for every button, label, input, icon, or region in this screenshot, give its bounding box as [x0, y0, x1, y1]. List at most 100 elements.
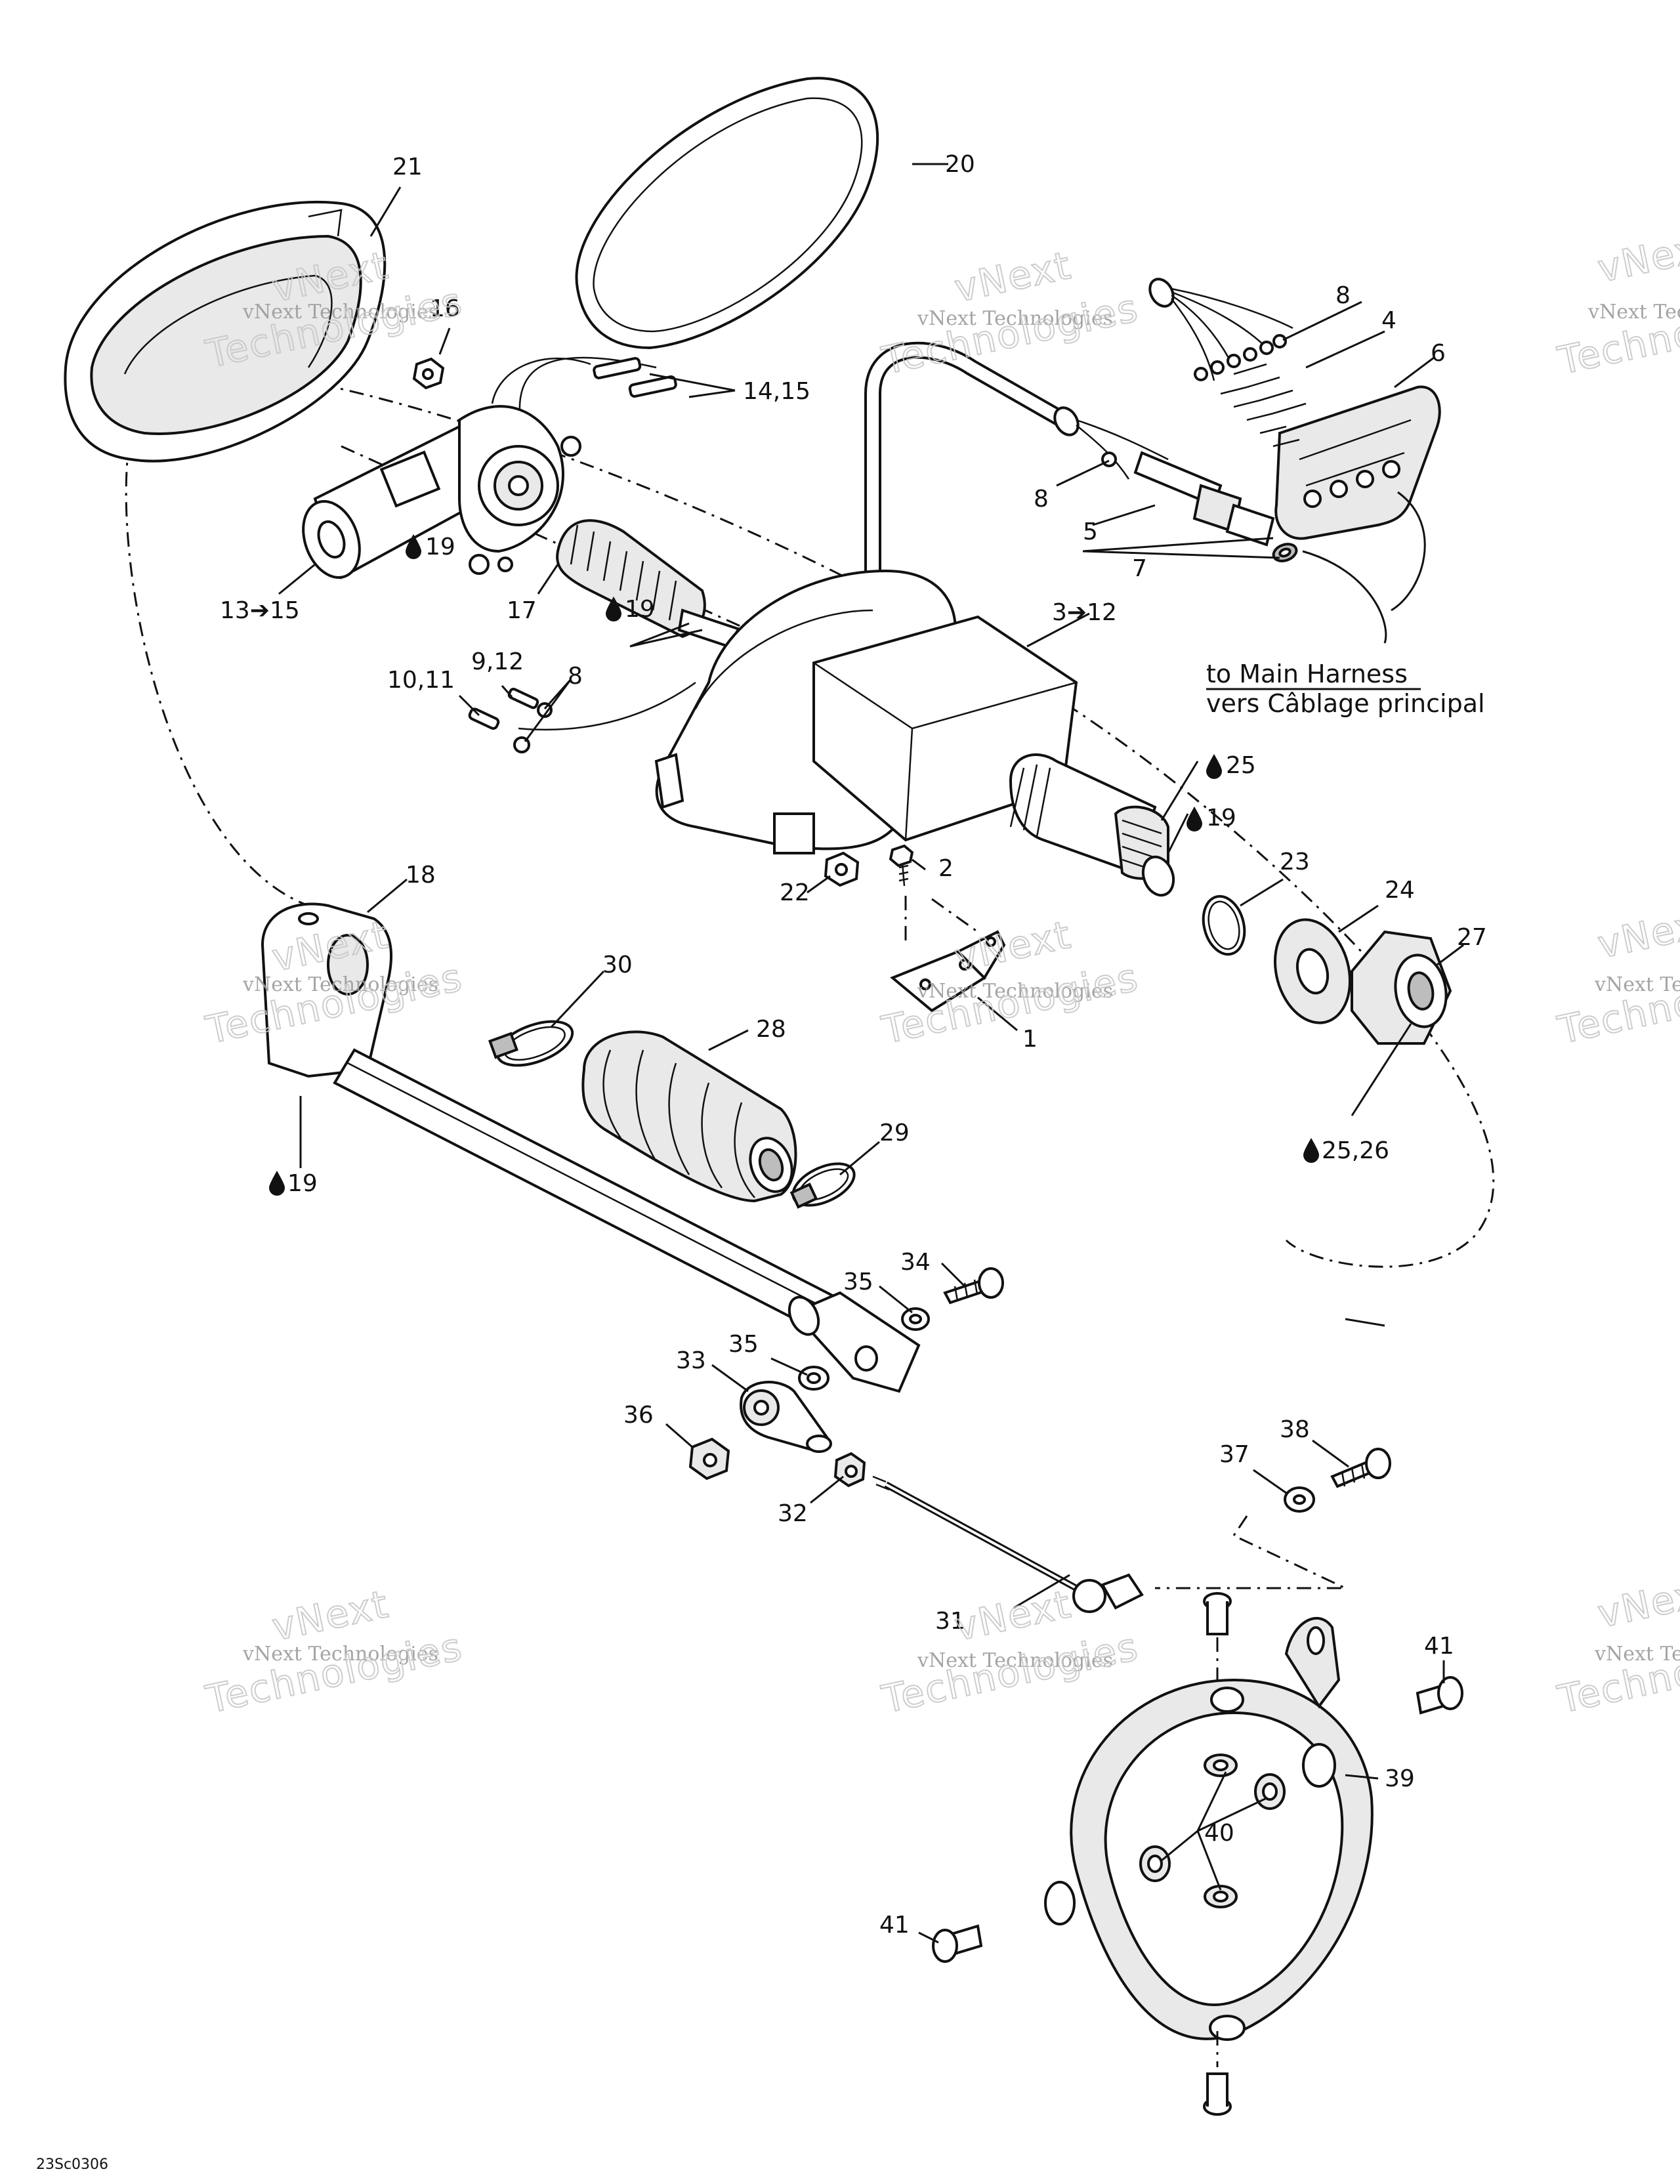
watermark-9-edge: vNext Technologies vNext Technologies [1553, 1568, 1680, 1723]
callout-8-upper: 8 [1335, 282, 1351, 309]
callout-5: 5 [1083, 518, 1098, 545]
svg-text:vNext: vNext [1594, 223, 1680, 291]
main-harness-note: to Main Harness vers Câblage principal [1206, 660, 1485, 718]
lubricant-drop-icon-19c [1186, 807, 1202, 831]
terminals-part-4 [1220, 363, 1307, 448]
svg-text:vNext: vNext [1594, 1568, 1680, 1637]
callout-8-lower: 8 [568, 663, 583, 690]
bracket-guide-line [1155, 1515, 1346, 1589]
callout-30: 30 [602, 952, 633, 978]
callout-7: 7 [1132, 555, 1147, 582]
callout-31: 31 [935, 1608, 965, 1635]
lubricant-drop-icon-19d [269, 1171, 285, 1196]
clamp-part-30 [488, 1020, 574, 1067]
callout-35-lower: 35 [728, 1331, 759, 1358]
callout-13-15: 13➔15 [220, 597, 300, 624]
callout-20: 20 [945, 151, 975, 178]
callout-29: 29 [879, 1120, 910, 1146]
svg-text:vNext: vNext [268, 1582, 393, 1650]
callout-19-worm: 19 [625, 596, 655, 623]
housing-part-5 [1133, 451, 1275, 547]
callout-24: 24 [1385, 877, 1415, 904]
callout-34: 34 [900, 1249, 931, 1276]
svg-text:Technologies: Technologies [202, 1624, 467, 1722]
pin-part-9-12 [507, 688, 539, 709]
callout-2: 2 [938, 855, 954, 882]
callout-23: 23 [1280, 849, 1310, 875]
lubricant-drop-icon-25a [1206, 754, 1222, 779]
watermark-7-edge: vNext Technologies vNext Technologies [1553, 222, 1680, 384]
callout-19-shaft: 19 [1206, 805, 1236, 831]
boot-part-28 [581, 1030, 797, 1203]
svg-text:Technologies: Technologies [1554, 955, 1680, 1053]
leader-lines [278, 163, 1464, 1944]
svg-text:vNext: vNext [951, 912, 1076, 980]
watermark-5: vNext Technologies vNext Technologies [201, 1581, 467, 1723]
callout-27: 27 [1457, 924, 1487, 951]
nut-part-36 [688, 1437, 730, 1480]
o-ring-part-23 [1202, 894, 1246, 956]
callout-25: 25 [1226, 752, 1256, 779]
washer-part-35-upper [901, 1307, 930, 1331]
nut-part-16 [412, 357, 445, 390]
callout-41-lower: 41 [879, 1912, 910, 1939]
callout-38: 38 [1280, 1416, 1310, 1443]
callout-6: 6 [1431, 340, 1446, 367]
callout-21: 21 [392, 154, 423, 180]
svg-text:vNext Technologies: vNext Technologies [917, 980, 1113, 1003]
ball-joint-part-33 [740, 1381, 832, 1453]
assembly-outline-lower-loop [170, 366, 1495, 1268]
callout-19-motor: 19 [425, 534, 455, 560]
seals-part-8 [1101, 334, 1287, 467]
callout-10-11: 10,11 [387, 667, 455, 694]
svg-text:vNext Technologies: vNext Technologies [1587, 301, 1680, 324]
svg-text:vNext Technologies: vNext Technologies [917, 1649, 1113, 1672]
seal-part-7 [1272, 543, 1298, 562]
screw-part-2 [889, 844, 914, 887]
connector-part-6 [1274, 385, 1441, 540]
bracket-part-1 [890, 896, 1006, 1013]
svg-text:vNext Technologies: vNext Technologies [242, 301, 438, 324]
callout-40: 40 [1204, 1820, 1234, 1847]
lubricant-drop-icon-25-26 [1303, 1138, 1319, 1163]
callout-28: 28 [756, 1016, 786, 1043]
steering-unit-part-3 [654, 569, 1175, 897]
callout-37: 37 [1219, 1441, 1250, 1468]
nut-part-27 [1351, 930, 1452, 1045]
nut-part-32 [833, 1452, 866, 1488]
watermark-8-edge: vNext Technologies vNext Technologies [1553, 898, 1680, 1053]
callout-17: 17 [507, 597, 537, 624]
assembly-outline-loop [125, 366, 309, 907]
callout-16: 16 [430, 295, 460, 322]
callout-22: 22 [780, 879, 810, 906]
wire-harness [518, 178, 1293, 731]
callout-41-upper: 41 [1424, 1633, 1454, 1660]
callout-32: 32 [778, 1500, 808, 1527]
washer-part-35-lower [798, 1366, 830, 1391]
clevis [788, 1291, 921, 1393]
svg-text:vNext: vNext [951, 1582, 1076, 1650]
callout-labels: 21 16 20 14,15 8 4 6 8 5 7 13➔15 19 17 1… [220, 151, 1487, 1939]
clamp-part-29 [789, 1162, 856, 1209]
callout-14-15: 14,15 [743, 378, 810, 405]
wire-ends-part-14-15 [491, 357, 677, 404]
svg-text:vNext Technologies: vNext Technologies [242, 1643, 438, 1666]
callout-1: 1 [1022, 1026, 1038, 1053]
belt-part-20 [575, 77, 879, 350]
callout-8-middle: 8 [1034, 486, 1049, 513]
watermark-4: vNext Technologies vNext Technologies [877, 912, 1143, 1053]
arm-part-18 [261, 902, 842, 1334]
bolt-part-38 [1330, 1448, 1391, 1488]
bolt-part-34 [943, 1267, 1004, 1305]
washer-part-24 [1273, 918, 1352, 1024]
motor-part-13 [302, 405, 581, 579]
cable-part-31 [872, 1475, 1144, 1613]
note-line-french: vers Câblage principal [1206, 689, 1485, 718]
callout-39: 39 [1385, 1765, 1415, 1792]
cover-part-21 [64, 201, 387, 463]
bolts-vertical-39 [1203, 1592, 1232, 2116]
callout-4: 4 [1381, 307, 1396, 334]
svg-text:Technologies: Technologies [1554, 1624, 1680, 1722]
callout-36: 36 [623, 1402, 654, 1429]
